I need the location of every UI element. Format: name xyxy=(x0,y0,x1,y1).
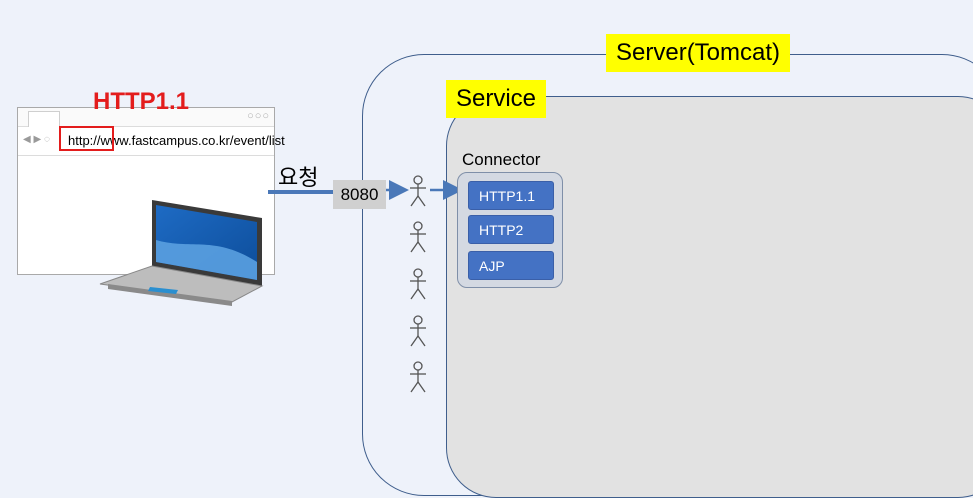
connector-item-ajp: AJP xyxy=(468,251,554,280)
server-label: Server(Tomcat) xyxy=(606,34,791,72)
connector-item-http11: HTTP1.1 xyxy=(468,181,554,210)
thread-person-icon xyxy=(410,315,426,347)
browser-titlebar: ○○○ xyxy=(18,108,274,127)
protocol-highlight-box xyxy=(59,126,114,151)
window-controls-icon: ○○○ xyxy=(247,110,270,122)
connector-title: Connector xyxy=(462,150,541,169)
thread-person-icon xyxy=(410,268,426,300)
laptop-icon xyxy=(99,200,264,306)
browser-tab xyxy=(28,111,60,127)
service-label: Service xyxy=(446,80,547,118)
thread-person-icon xyxy=(410,175,426,207)
connector-group: HTTP1.1 HTTP2 AJP xyxy=(457,172,563,288)
thread-person-icon xyxy=(410,221,426,253)
thread-person-icons xyxy=(410,175,426,393)
service-region xyxy=(446,96,973,498)
request-label: 요청 xyxy=(278,165,319,190)
thread-person-icon xyxy=(410,361,426,393)
connector-item-http2: HTTP2 xyxy=(468,215,554,244)
address-bar: ◀ ▶ ◌ http://www.fastcampus.co.kr/event/… xyxy=(18,127,285,156)
diagram-graphics xyxy=(99,175,463,393)
protocol-title: HTTP1.1 xyxy=(93,88,190,115)
port-box: 8080 xyxy=(333,180,386,209)
url-text: http://www.fastcampus.co.kr/event/list xyxy=(68,133,285,148)
back-forward-icon: ◀ ▶ ◌ xyxy=(23,134,50,145)
